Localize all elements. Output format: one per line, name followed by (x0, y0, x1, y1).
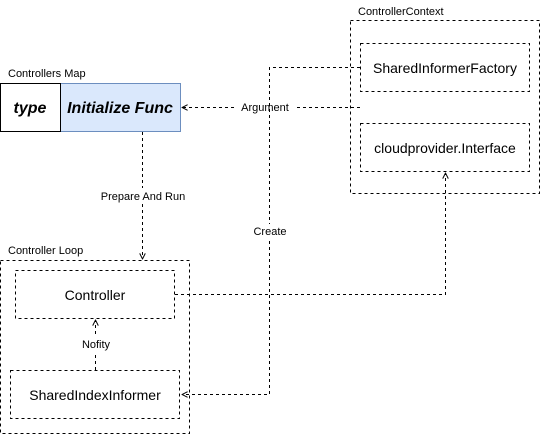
prepare-and-run-label-bg (94, 188, 192, 203)
shared-informer-factory-label: SharedInformerFactory (373, 60, 517, 76)
nofity-label: Nofity (82, 339, 111, 351)
nofity-label-bg (76, 337, 116, 352)
controllers-map-title: Controllers Map (8, 68, 86, 80)
controller-context-title: ControllerContext (358, 6, 444, 18)
cloudprovider-interface-label: cloudprovider.Interface (374, 140, 516, 156)
create-label: Create (253, 226, 286, 238)
controller-to-cloudprovider-edge (175, 173, 446, 295)
type-cell (0, 83, 61, 132)
initialize-func-label: Initialize Func (67, 100, 173, 117)
shared-index-informer-label: SharedIndexInformer (29, 387, 161, 403)
cloudprovider-interface-node (360, 123, 530, 172)
controller-node (15, 270, 175, 319)
shared-informer-factory-node (360, 43, 530, 92)
controller-loop-title: Controller Loop (8, 245, 83, 257)
create-label-bg (249, 224, 291, 239)
prepare-and-run-label: Prepare And Run (101, 191, 185, 203)
type-label: type (14, 100, 47, 117)
initialize-func-cell (60, 83, 181, 132)
argument-label: Argument (241, 102, 289, 114)
shared-index-informer-node (10, 370, 180, 419)
controller-label: Controller (65, 287, 126, 303)
argument-label-bg (236, 100, 294, 115)
